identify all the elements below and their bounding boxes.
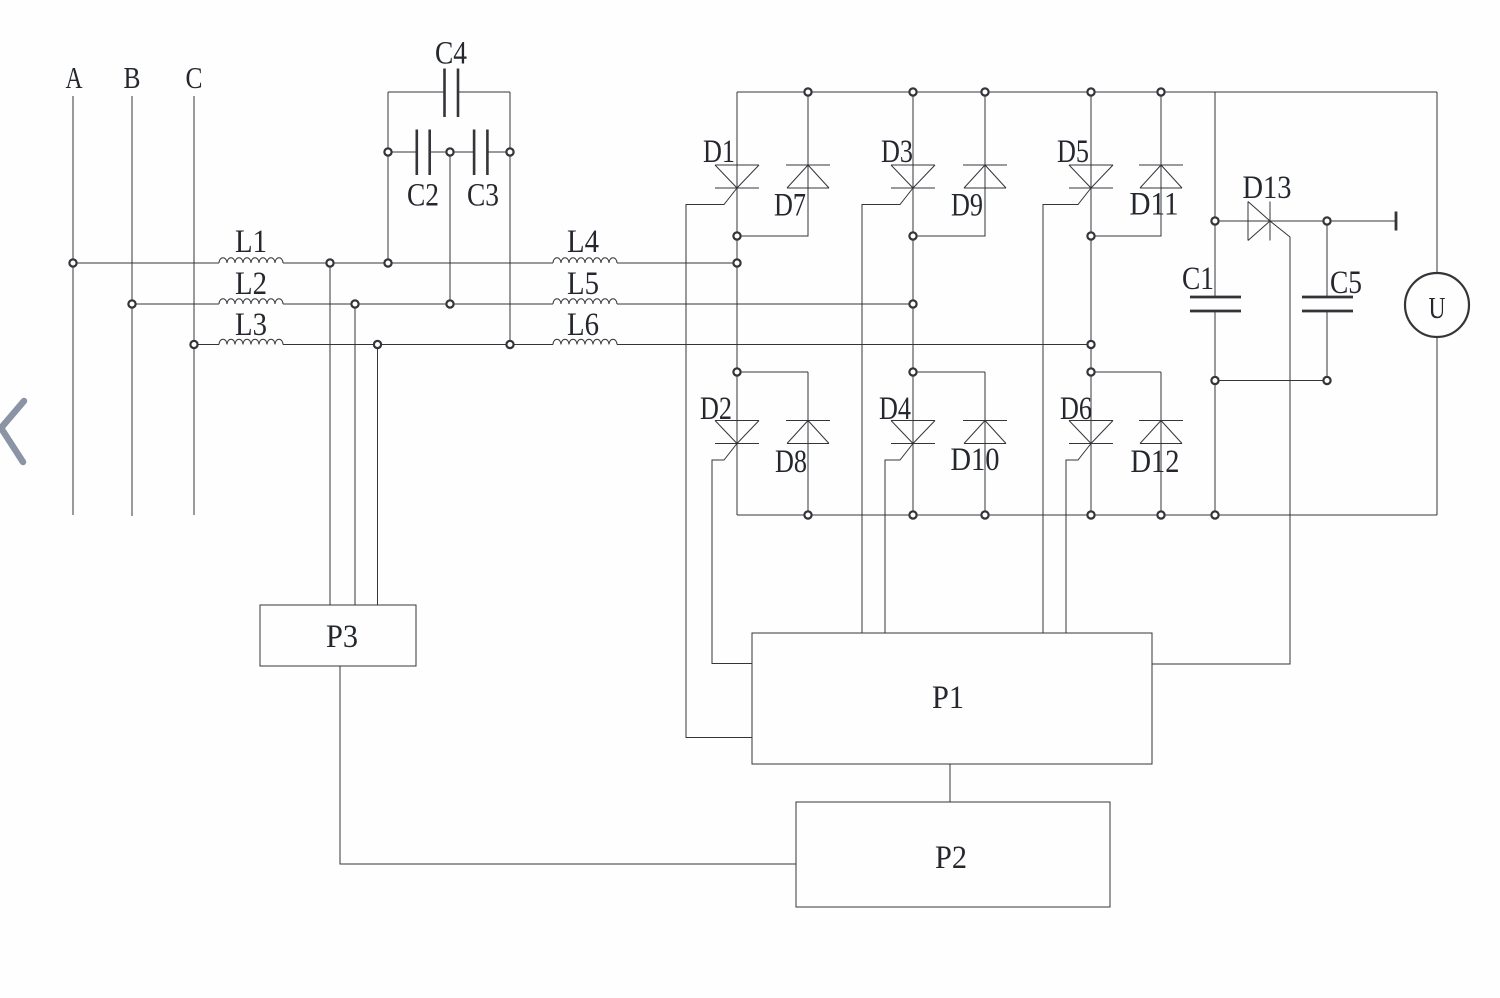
svg-text:D5: D5 <box>1057 134 1089 170</box>
svg-text:P1: P1 <box>932 680 964 716</box>
svg-text:D3: D3 <box>881 134 913 170</box>
svg-text:C3: C3 <box>467 178 499 214</box>
svg-text:C4: C4 <box>435 36 467 72</box>
svg-text:D10: D10 <box>951 442 1000 478</box>
svg-text:C1: C1 <box>1182 261 1214 297</box>
svg-text:D9: D9 <box>951 188 983 224</box>
svg-text:A: A <box>66 60 83 95</box>
svg-text:C2: C2 <box>407 178 439 214</box>
svg-text:D6: D6 <box>1060 391 1092 427</box>
svg-text:B: B <box>124 60 141 95</box>
svg-text:L6: L6 <box>567 307 599 343</box>
svg-text:U: U <box>1429 290 1446 325</box>
svg-text:L4: L4 <box>567 224 599 260</box>
svg-text:D13: D13 <box>1243 170 1292 206</box>
svg-text:P2: P2 <box>935 840 967 876</box>
svg-text:D4: D4 <box>879 391 911 427</box>
svg-text:C: C <box>186 60 203 95</box>
svg-text:L1: L1 <box>235 224 267 260</box>
svg-text:L2: L2 <box>235 266 267 302</box>
svg-text:D7: D7 <box>774 188 806 224</box>
svg-text:C5: C5 <box>1330 265 1362 301</box>
svg-text:D11: D11 <box>1130 187 1179 223</box>
svg-text:L3: L3 <box>235 307 267 343</box>
svg-text:P3: P3 <box>326 619 358 655</box>
svg-text:L5: L5 <box>567 266 599 302</box>
svg-text:D12: D12 <box>1131 444 1180 480</box>
svg-text:D8: D8 <box>775 444 807 480</box>
svg-text:D2: D2 <box>700 391 732 427</box>
svg-text:D1: D1 <box>703 134 735 170</box>
